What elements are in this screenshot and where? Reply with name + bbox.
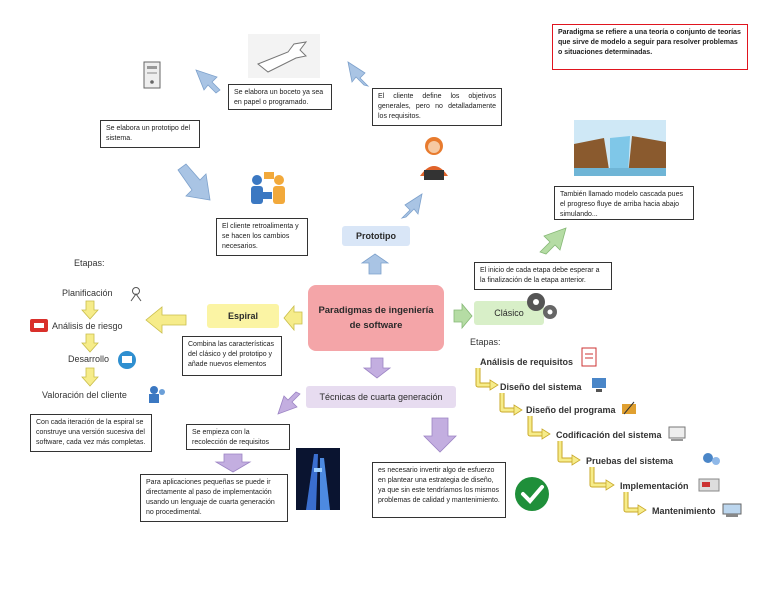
support-agent-icon: [420, 137, 448, 180]
system-design-icon: [592, 378, 606, 392]
center-node: Paradigmas de ingeniería de software: [308, 285, 444, 351]
risk-icon: [30, 319, 48, 332]
espiral-stage-4: Valoración del cliente: [42, 390, 127, 400]
espiral-stages-label: Etapas:: [74, 258, 105, 268]
checkmark-icon: [515, 477, 549, 511]
arrow-prototipo-to-client: [400, 193, 423, 219]
requirements-icon: [581, 347, 597, 367]
note-boceto-text: Se elabora un boceto ya sea en papel o p…: [234, 89, 324, 107]
prototipo-title: Prototipo: [356, 231, 396, 241]
arrow-client-to-boceto: [347, 61, 370, 87]
arrow-clasico-to-cascada: [539, 227, 567, 255]
arrow-boceto-to-computer: [195, 69, 221, 94]
clasico-title: Clásico: [494, 308, 524, 318]
arrow-left-espiral: [283, 304, 303, 332]
note-recoleccion: Se empieza con la recolección de requisi…: [186, 424, 290, 450]
clasico-stage-6: Implementación: [620, 481, 689, 491]
note-combina-text: Combina las características del clásico …: [188, 341, 274, 369]
note-combina: Combina las características del clásico …: [182, 336, 282, 376]
arrow-up-prototipo: [360, 253, 390, 275]
arrow-espiral-to-stages: [145, 306, 187, 334]
clasico-stage-5: Pruebas del sistema: [586, 456, 674, 466]
arrow-cuarta-to-esfuerzo: [423, 417, 457, 453]
planning-icon: [130, 287, 142, 302]
coding-icon: [668, 426, 686, 441]
cuarta-node: Técnicas de cuarta generación: [306, 386, 456, 408]
development-icon: [118, 351, 136, 369]
arrow-right-clasico: [453, 302, 473, 330]
program-design-icon: [622, 401, 636, 415]
note-client: El cliente define los objetivos generale…: [372, 88, 502, 126]
note-prototipo: Se elabora un prototipo del sistema.: [100, 120, 200, 148]
espiral-title: Espiral: [227, 311, 258, 321]
note-cascada: También llamado modelo cascada pues el p…: [554, 186, 694, 220]
note-inicio: El inicio de cada etapa debe esperar a l…: [474, 262, 612, 290]
building-night-image: [296, 448, 340, 510]
wrench-sketch-icon: [248, 34, 320, 78]
clasico-stage-1: Análisis de requisitos: [480, 357, 574, 367]
note-client-text: El cliente define los objetivos generale…: [378, 93, 496, 121]
espiral-stage-2: Análisis de riesgo: [52, 321, 123, 331]
note-esfuerzo: es necesario invertir algo de esfuerzo e…: [372, 462, 506, 518]
note-retro-text: El cliente retroalimenta y se hacen los …: [222, 223, 299, 251]
espiral-node: Espiral: [207, 304, 279, 328]
note-iteracion-text: Con cada iteración de la espiral se cons…: [36, 419, 146, 447]
arrow-espiral-stage-3: [81, 367, 99, 387]
note-recoleccion-text: Se empieza con la recolección de requisi…: [192, 429, 270, 447]
cuarta-title: Técnicas de cuarta generación: [319, 392, 443, 402]
clasico-stage-3: Diseño del programa: [526, 405, 616, 415]
testing-icon: [703, 453, 720, 465]
definition-box: Paradigma se refiere a una teoría o conj…: [552, 24, 748, 70]
arrow-espiral-stage-1: [81, 300, 99, 320]
espiral-stage-3: Desarrollo: [68, 354, 110, 364]
clasico-stage-7: Mantenimiento: [652, 506, 716, 516]
arrow-down-cuarta: [362, 357, 392, 379]
arrow-cuarta-to-recoleccion: [277, 391, 301, 415]
arrow-espiral-stage-2: [81, 333, 99, 353]
implementation-icon: [698, 478, 720, 492]
people-feedback-icon: [251, 172, 285, 204]
waterfall-image: [574, 120, 666, 176]
note-esfuerzo-text: es necesario invertir algo de esfuerzo e…: [378, 467, 500, 505]
arrow-recoleccion-to-pequenas: [214, 453, 252, 473]
note-pequenas-text: Para aplicaciones pequeñas se puede ir d…: [146, 479, 275, 517]
note-pequenas: Para aplicaciones pequeñas se puede ir d…: [140, 474, 288, 522]
clasico-stage-2: Diseño del sistema: [500, 382, 582, 392]
center-title: Paradigmas de ingeniería de software: [318, 304, 434, 331]
note-cascada-text: También llamado modelo cascada pues el p…: [560, 191, 683, 219]
gears-icon: [527, 293, 557, 319]
espiral-stage-1: Planificación: [62, 288, 113, 298]
definition-text: Paradigma se refiere a una teoría o conj…: [558, 29, 741, 57]
note-inicio-text: El inicio de cada etapa debe esperar a l…: [480, 267, 600, 285]
maintenance-icon: [722, 503, 742, 517]
arrow-prototipo-to-retro: [177, 163, 211, 201]
computer-tower-icon: [143, 61, 161, 89]
note-prototipo-text: Se elabora un prototipo del sistema.: [106, 125, 191, 143]
note-boceto: Se elabora un boceto ya sea en papel o p…: [228, 84, 332, 110]
prototipo-node: Prototipo: [342, 226, 410, 246]
note-iteracion: Con cada iteración de la espiral se cons…: [30, 414, 152, 452]
clasico-stage-4: Codificación del sistema: [556, 430, 662, 440]
note-retro: El cliente retroalimenta y se hacen los …: [216, 218, 308, 256]
clasico-stages-label: Etapas:: [470, 337, 501, 347]
client-icon: [149, 386, 165, 403]
